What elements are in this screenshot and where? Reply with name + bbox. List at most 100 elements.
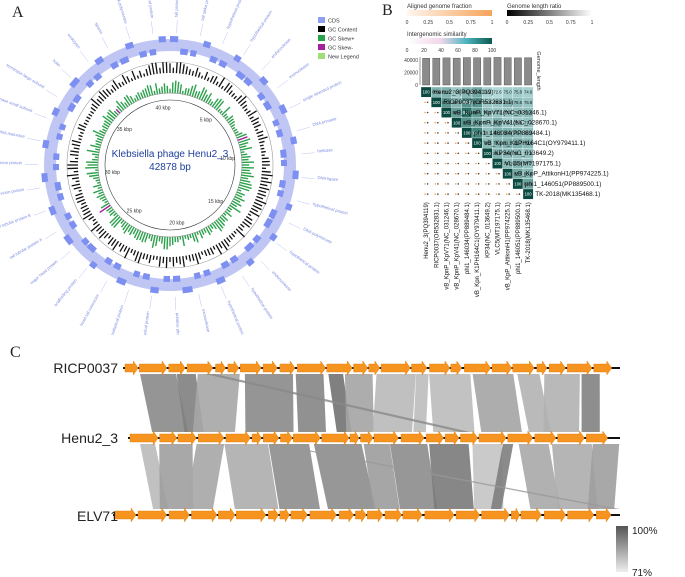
cds-block xyxy=(68,220,78,230)
gc-skew-mark xyxy=(198,87,206,100)
gc-content-mark xyxy=(151,62,155,75)
length-dot xyxy=(426,132,429,134)
gc-content-mark xyxy=(98,95,105,102)
lower-cell xyxy=(441,148,452,159)
lower-cell xyxy=(441,138,452,149)
identity-min-label: 71% xyxy=(632,568,652,577)
gene-arrow xyxy=(586,430,608,446)
gc-skew-mark xyxy=(238,138,251,144)
aligned-dot xyxy=(454,152,457,155)
gc-content-mark xyxy=(152,255,155,260)
cds-block xyxy=(88,260,98,270)
similarity-value: 76.0 xyxy=(453,90,462,95)
length-tick: 0.75 xyxy=(566,20,576,26)
lower-cell xyxy=(492,168,503,179)
lower-cell xyxy=(472,148,483,159)
gene-arrow xyxy=(520,507,542,523)
gc-content-mark xyxy=(107,237,114,245)
gc-content-mark xyxy=(71,177,79,180)
aligned-dot xyxy=(424,152,426,155)
gene-arrow xyxy=(367,507,384,523)
lower-cell xyxy=(451,178,462,189)
gc-skew-mark xyxy=(241,174,254,178)
identity-max-label: 100% xyxy=(632,526,658,537)
gc-skew-mark xyxy=(135,94,140,101)
lower-cell xyxy=(421,158,432,169)
length-dot xyxy=(477,172,480,175)
gc-content-mark xyxy=(249,210,260,218)
gc-content-mark xyxy=(261,177,269,180)
length-dot xyxy=(437,172,439,175)
gc-content-mark xyxy=(162,62,165,74)
gc-content-mark xyxy=(91,103,98,109)
gene-label: head-tail connector xyxy=(79,293,101,327)
gene-label: hypothetical protein xyxy=(249,9,274,43)
gc-content-mark xyxy=(240,223,245,228)
similarity-value: 77.4 xyxy=(483,120,492,125)
gc-content-mark xyxy=(245,215,253,222)
gc-skew-mark xyxy=(239,181,252,187)
homology-link xyxy=(472,374,522,432)
label-leader xyxy=(221,286,227,299)
scale-label: 40 kbp xyxy=(156,105,171,111)
cds-block xyxy=(229,254,239,264)
cds-block xyxy=(115,276,127,286)
row-label: RICP0037(OR532831.1) xyxy=(443,99,513,106)
gc-skew-mark xyxy=(241,171,252,175)
scale-label: 20 kbp xyxy=(169,221,184,227)
cds-block xyxy=(93,72,103,82)
gc-content-mark xyxy=(73,186,81,190)
lower-cell xyxy=(451,168,462,179)
gc-content-mark xyxy=(86,116,91,120)
gc-content-mark xyxy=(156,256,158,260)
gene-arrow xyxy=(321,430,350,446)
gc-skew-mark xyxy=(196,91,201,99)
gene-arrow xyxy=(425,430,444,446)
homology-link xyxy=(517,374,552,432)
gc-content-mark xyxy=(82,213,93,220)
gc-skew-mark xyxy=(181,90,184,95)
gc-skew-mark xyxy=(163,83,166,94)
cds-block xyxy=(278,103,288,115)
aligned-dot xyxy=(444,121,447,124)
similarity-cell xyxy=(522,188,534,200)
homology-link xyxy=(581,374,600,432)
genome-length-bar xyxy=(442,57,451,86)
gc-content-mark xyxy=(136,75,140,79)
gene-arrow xyxy=(424,507,455,523)
gc-skew-mark xyxy=(91,153,99,156)
gc-content-mark xyxy=(197,72,201,78)
similarity-value: 79.8 xyxy=(504,100,513,105)
gc-content-mark xyxy=(255,198,267,205)
gc-content-mark xyxy=(76,198,85,204)
scale-label: 5 kbp xyxy=(200,117,212,123)
cds-block xyxy=(189,49,197,57)
cds-block xyxy=(258,75,269,86)
column-label: vB_KpP_AttikonH1(PP974225.1) xyxy=(506,202,512,290)
gene-arrow xyxy=(593,360,612,376)
gc-content-mark xyxy=(82,207,90,213)
aligned-dot xyxy=(444,193,447,195)
gc-skew-mark xyxy=(132,228,137,235)
lower-cell xyxy=(451,127,462,138)
length-tick: 0.5 xyxy=(546,20,553,26)
gc-content-mark xyxy=(244,108,248,112)
cds-block xyxy=(276,189,285,198)
gene-arrow xyxy=(137,507,167,523)
gc-skew-mark xyxy=(217,218,226,227)
gene-arrow xyxy=(280,430,293,446)
gc-skew-mark xyxy=(217,108,221,112)
cds-block xyxy=(245,257,255,267)
gc-content-mark xyxy=(78,138,82,141)
similarity-value: 81.0 xyxy=(442,90,451,95)
gc-skew-mark xyxy=(191,84,197,97)
row-label: vB_KpnP_KpV41(NC_028670.1) xyxy=(464,120,557,127)
gc-skew-mark xyxy=(153,90,156,95)
gene-arrow xyxy=(429,360,451,376)
homology-link xyxy=(244,374,294,432)
gene-arrow xyxy=(478,430,507,446)
gc-skew-mark xyxy=(120,221,127,228)
legend-swatch xyxy=(318,53,325,59)
